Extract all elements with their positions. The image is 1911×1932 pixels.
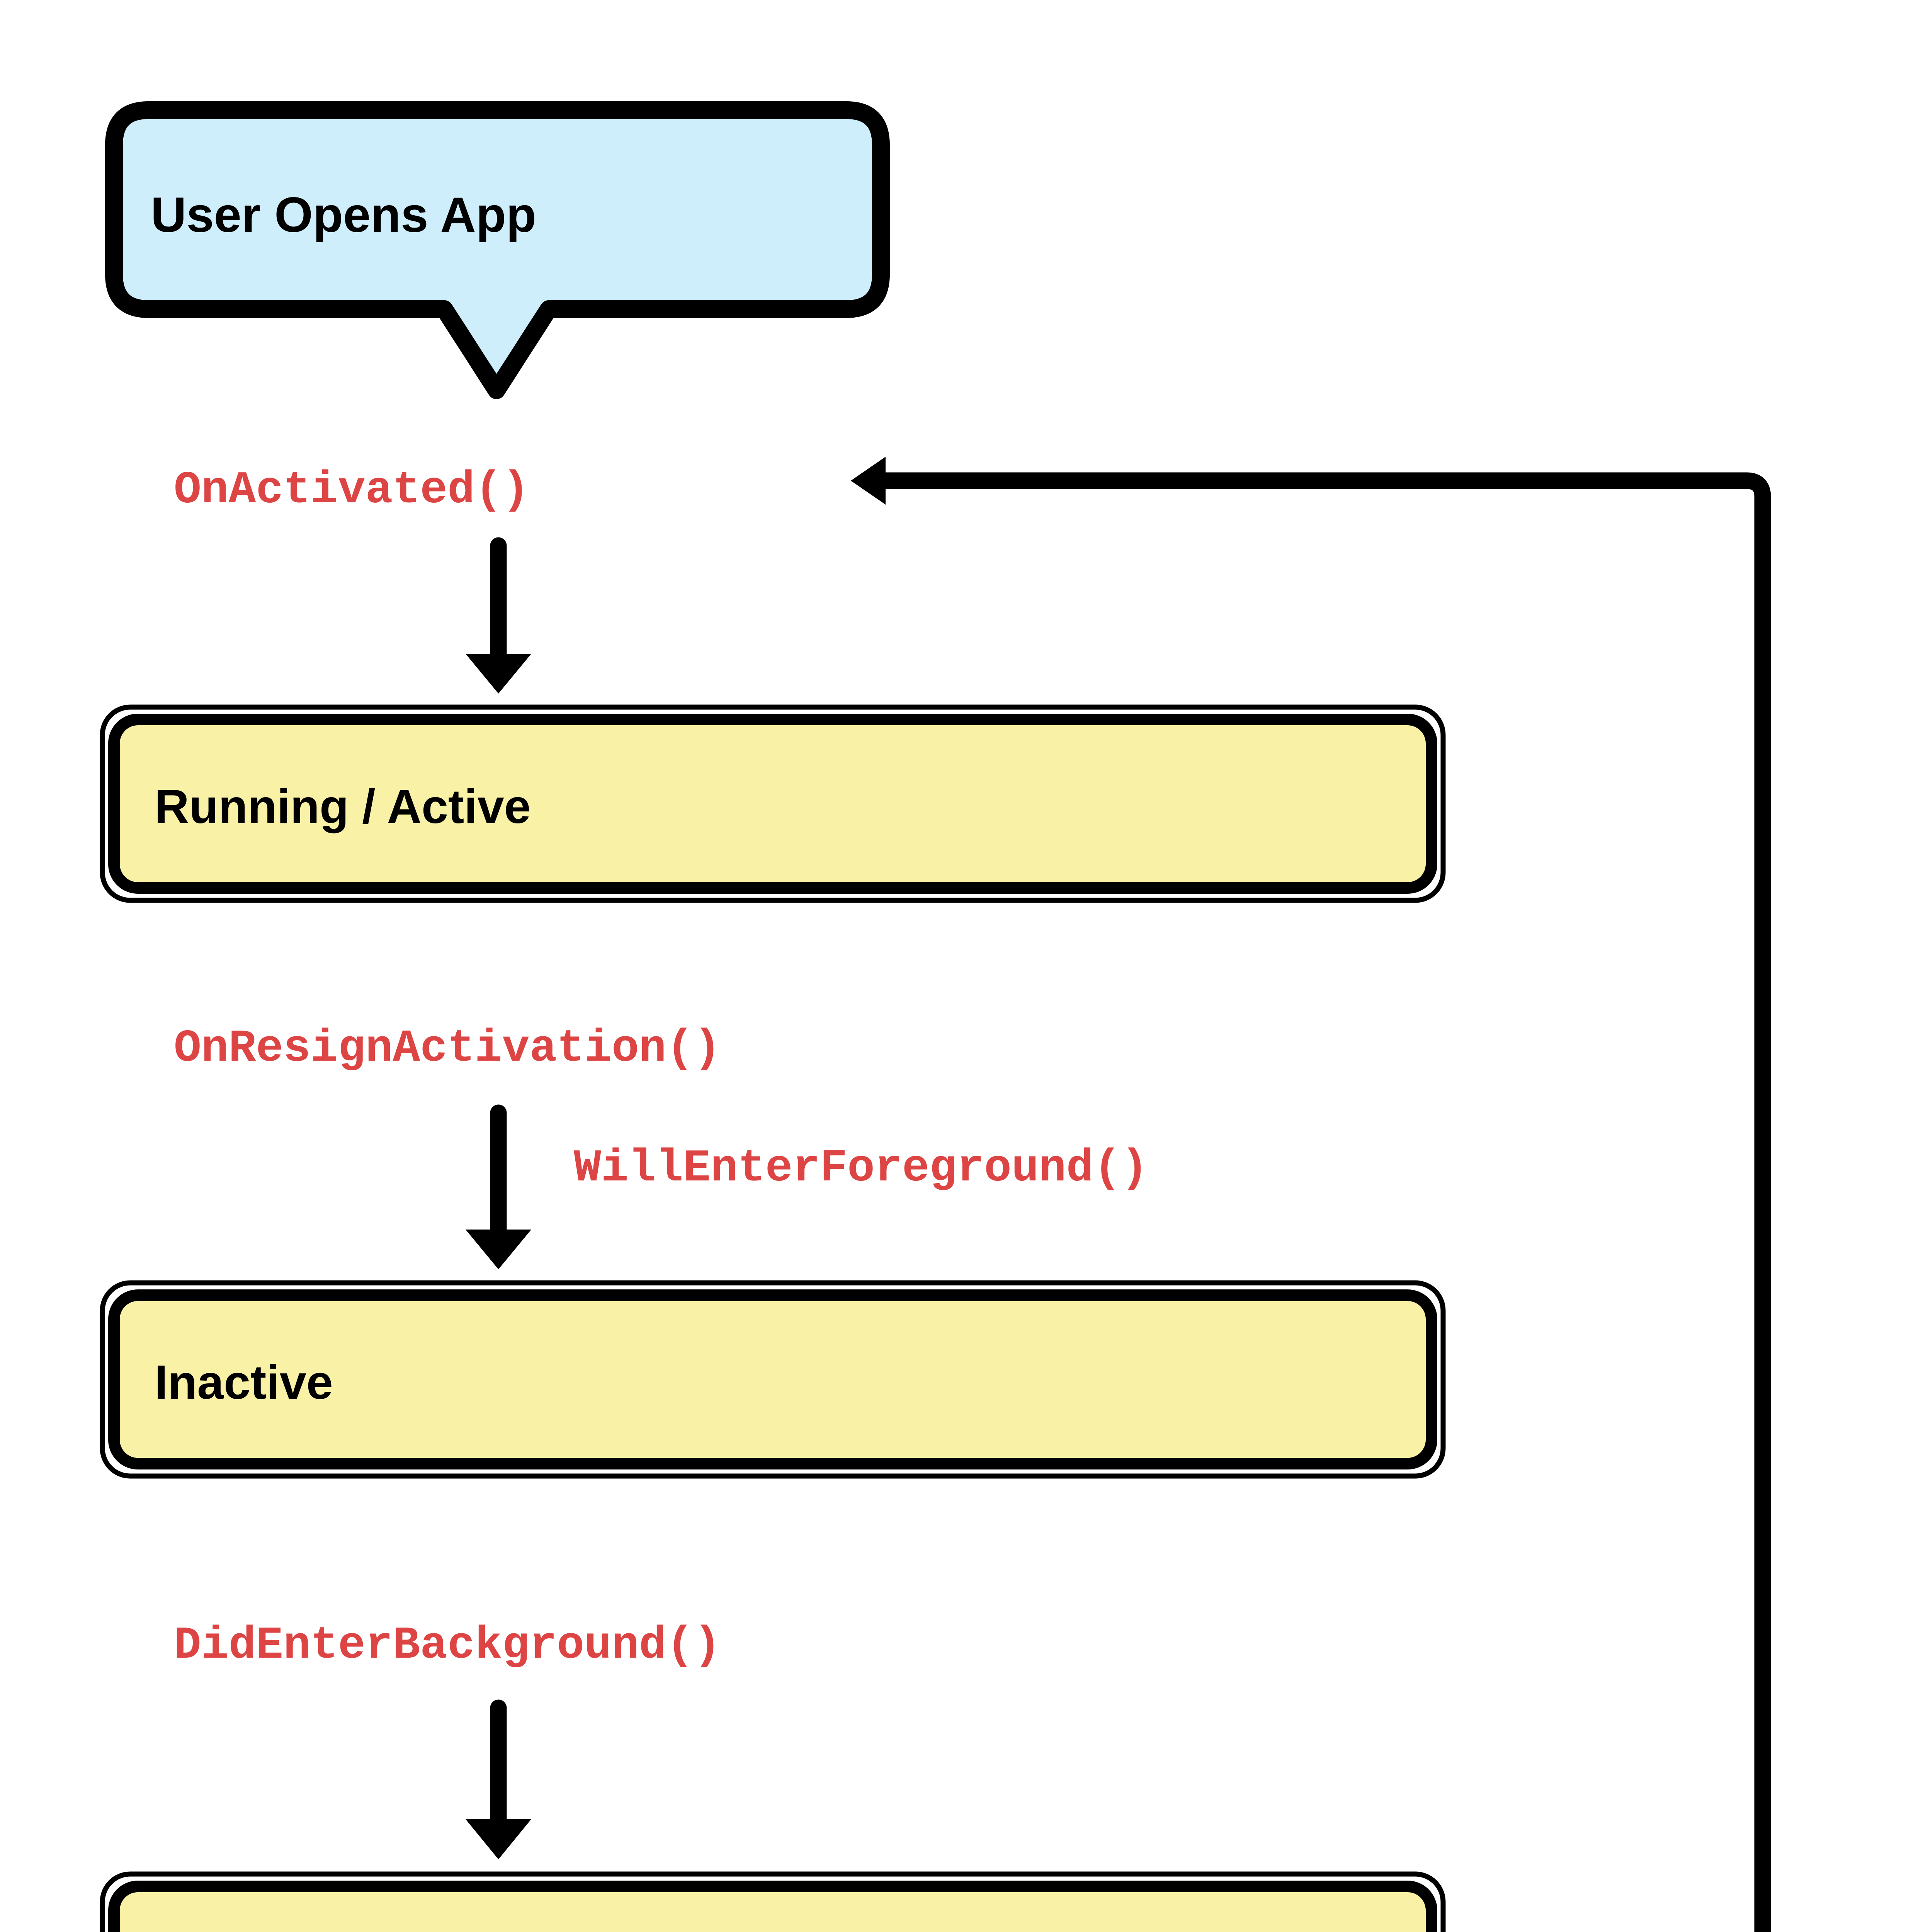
edge-label-on-resign-activation: OnResignActivation() [174, 1023, 721, 1075]
edge-backgrounded-to-running-loop [851, 457, 1771, 1932]
arrow-head [466, 1819, 531, 1859]
start-node-user-opens-app[interactable]: User Opens App [105, 101, 890, 399]
state-node-backgrounded-suspended[interactable]: Backgrounded / Suspended [100, 1871, 1446, 1932]
state-inner-box-backgrounded [108, 1881, 1437, 1932]
arrow-head [466, 1230, 531, 1269]
edge-label-on-activated: OnActivated() [174, 465, 530, 516]
state-node-running-active[interactable]: Running / Active [100, 704, 1446, 903]
loop-edge-arrowhead [851, 457, 886, 505]
start-node-label: User Opens App [151, 187, 536, 243]
arrow-running-to-inactive [466, 1104, 531, 1269]
arrow-inactive-to-backgrounded [466, 1699, 531, 1859]
state-node-inactive[interactable]: Inactive [100, 1280, 1446, 1479]
state-label-inactive: Inactive [155, 1356, 333, 1409]
arrow-start-to-running [466, 537, 531, 694]
edge-label-did-enter-background: DidEnterBackground() [174, 1620, 721, 1672]
state-label-running: Running / Active [155, 780, 531, 833]
edge-label-will-enter-foreground: WillEnterForeground() [574, 1143, 1148, 1194]
state-inner-box-running [108, 714, 1437, 894]
loop-edge-path [877, 472, 1771, 1932]
state-inner-box-inactive [108, 1289, 1437, 1469]
speech-bubble-shape [105, 101, 890, 399]
arrow-head [466, 654, 531, 694]
